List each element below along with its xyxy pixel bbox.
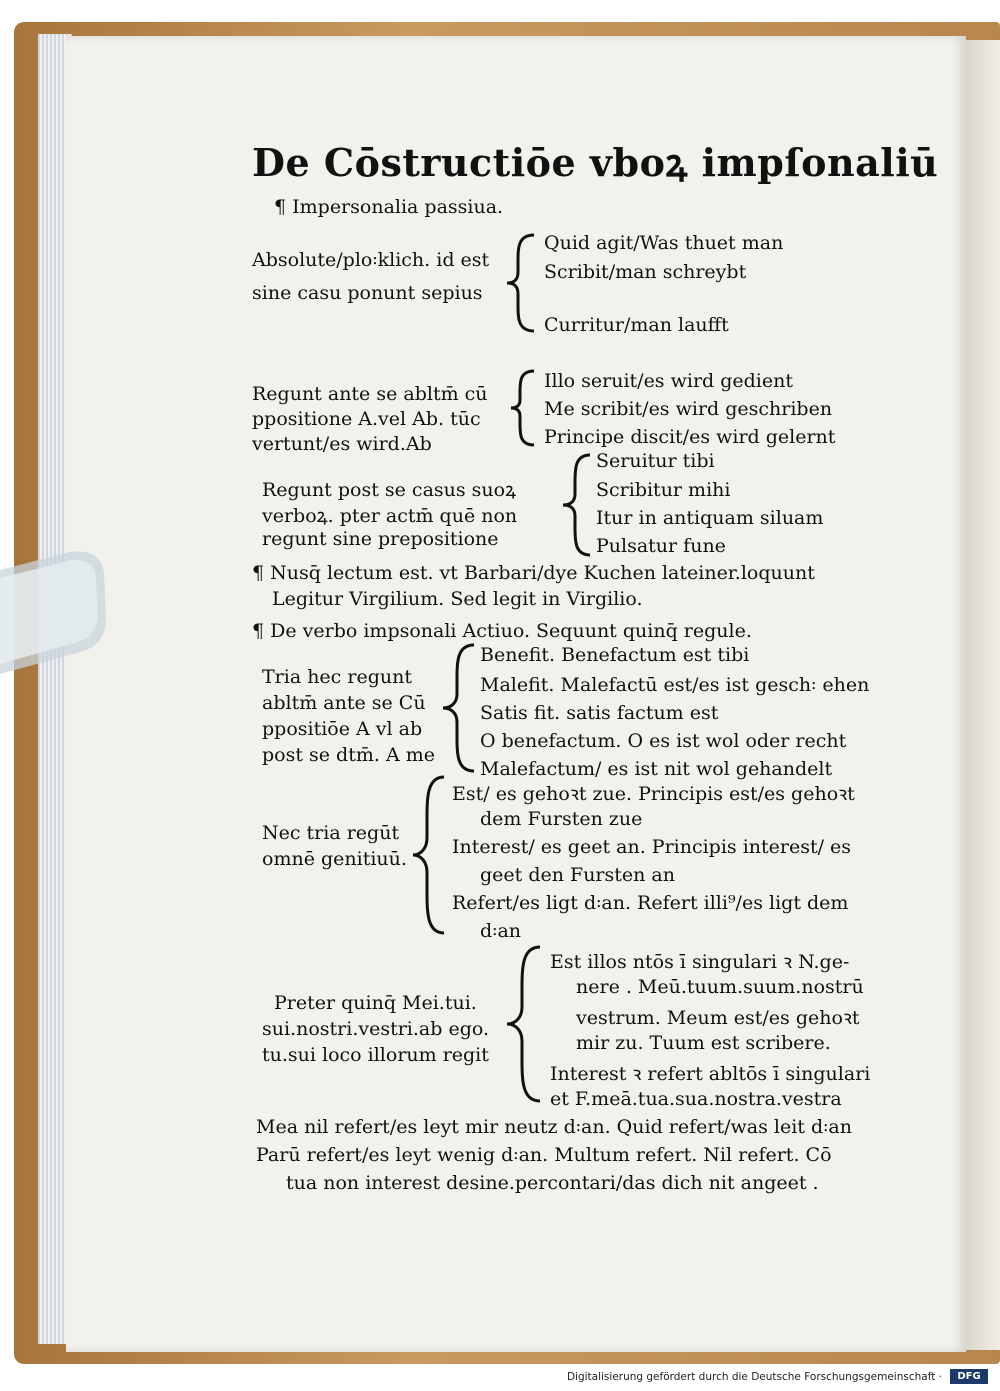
g4-right-4: O benefactum. O es ist wol oder recht: [480, 730, 847, 752]
g4-right-5: Malefactum/ es ist nit wol gehandelt: [480, 758, 833, 780]
brace-4: [442, 643, 475, 773]
g4-left-2: abltm̄ ante se Cū: [262, 692, 426, 714]
brace-5: [412, 775, 445, 935]
dfg-logo: DFG: [950, 1369, 988, 1384]
facing-page-edge: [964, 40, 1000, 1350]
g5-right-1: Est/ es gehoꝛt zue. Principis est/es geh…: [452, 783, 855, 805]
printed-page: De Cōstructiōe vboꝝ impſonaliū ¶ Imperso…: [66, 36, 966, 1352]
g5-right-4: geet den Fursten an: [480, 864, 675, 886]
g1-left-2: sine casu ponunt sepius: [252, 282, 483, 304]
g6-right-3: vestrum. Meum est/es gehoꝛt: [576, 1007, 860, 1029]
g2-right-3: Principe discit/es wird gelernt: [544, 426, 836, 448]
g3-right-2: Scribitur mihi: [596, 479, 731, 501]
g5-left-2: omnē genitiuū.: [262, 848, 407, 870]
g4-right-2: Malefit. Malefactū est/es ist gesch꞉ ehe…: [480, 674, 870, 696]
g4-left-4: post se dtm̄. A me: [262, 744, 435, 766]
page-clip-weight: [0, 551, 106, 674]
impersonalia-heading: ¶ Impersonalia passiua.: [274, 196, 504, 218]
g6-right-6: et F.meā.tua.sua.nostra.vestra: [550, 1088, 842, 1110]
brace-3: [562, 453, 591, 557]
g1-left-1: Absolute/plo꞉klich. id est: [252, 249, 490, 271]
g6-right-1: Est illos ntōs ī singulari ꝛ N.ge-: [550, 951, 850, 973]
nusq-line-2: Legitur Virgilium. Sed legit in Virgilio…: [272, 588, 643, 610]
g3-left-1: Regunt post se casus suoꝝ: [262, 479, 517, 501]
g2-left-2: ppositione A.vel Ab. tūc: [252, 408, 481, 430]
g1-right-1: Quid agit/Was thuet man: [544, 232, 784, 254]
brace-2: [510, 369, 535, 447]
footer-bar: Digitalisierung gefördert durch die Deut…: [0, 1364, 1000, 1391]
g4-left-1: Tria hec regunt: [262, 666, 412, 688]
g6-right-5: Interest ꝛ refert abltōs ī singulari: [550, 1063, 871, 1085]
g2-right-1: Illo seruit/es wird gedient: [544, 370, 793, 392]
g2-right-2: Me scribit/es wird geschriben: [544, 398, 833, 420]
g5-right-2: dem Fursten zue: [480, 808, 643, 830]
g3-right-1: Seruitur tibi: [596, 450, 715, 472]
g3-left-3: regunt sine prepositione: [262, 528, 499, 550]
g5-right-5: Refert/es ligt d꞉an. Refert illi⁹/es lig…: [452, 892, 849, 914]
g4-left-3: ppositiōe A vl ab: [262, 718, 423, 740]
g1-right-2: Scribit/man schreybt: [544, 261, 747, 283]
g3-right-3: Itur in antiquam siluam: [596, 507, 824, 529]
g6-left-2: sui.nostri.vestri.ab ego.: [262, 1018, 490, 1040]
g1-right-3: Curritur/man laufft: [544, 314, 729, 336]
brace-6: [506, 945, 541, 1103]
activo-heading: ¶ De verbo impsonali Actiuo. Sequunt qui…: [252, 620, 752, 642]
g5-left-1: Nec tria regūt: [262, 822, 400, 844]
g5-right-6: d꞉an: [480, 920, 522, 942]
g3-left-2: verboꝝ. pter actm̄ quē non: [262, 505, 518, 527]
closing-line-2: Parū refert/es leyt wenig d꞉an. Multum r…: [256, 1144, 832, 1166]
g2-left-3: vertunt/es wird.Ab: [252, 433, 432, 455]
nusq-line-1: ¶ Nusq̄ lectum est. vt Barbari/dye Kuche…: [252, 562, 815, 584]
g4-right-1: Benefit. Benefactum est tibi: [480, 644, 750, 666]
g4-right-3: Satis fit. satis factum est: [480, 702, 719, 724]
g6-left-3: tu.sui loco illorum regit: [262, 1044, 489, 1066]
g2-left-1: Regunt ante se abltm̄ cū: [252, 383, 488, 405]
closing-line-3: tua non interest desine.percontari/das d…: [286, 1172, 819, 1194]
g6-right-2: nere . Meū.tuum.suum.nostrū: [576, 976, 864, 998]
g3-right-4: Pulsatur fune: [596, 535, 726, 557]
g6-right-4: mir zu. Tuum est scribere.: [576, 1032, 831, 1054]
g6-left-1: Preter quinq̄ Mei.tui.: [274, 992, 477, 1014]
closing-line-1: Mea nil refert/es leyt mir neutz d꞉an. Q…: [256, 1116, 852, 1138]
brace-1: [506, 233, 535, 333]
page-title: De Cōstructiōe vboꝝ impſonaliū: [252, 140, 939, 185]
footer-credit: Digitalisierung gefördert durch die Deut…: [566, 1371, 942, 1383]
g5-right-3: Interest/ es geet an. Principis interest…: [452, 836, 852, 858]
